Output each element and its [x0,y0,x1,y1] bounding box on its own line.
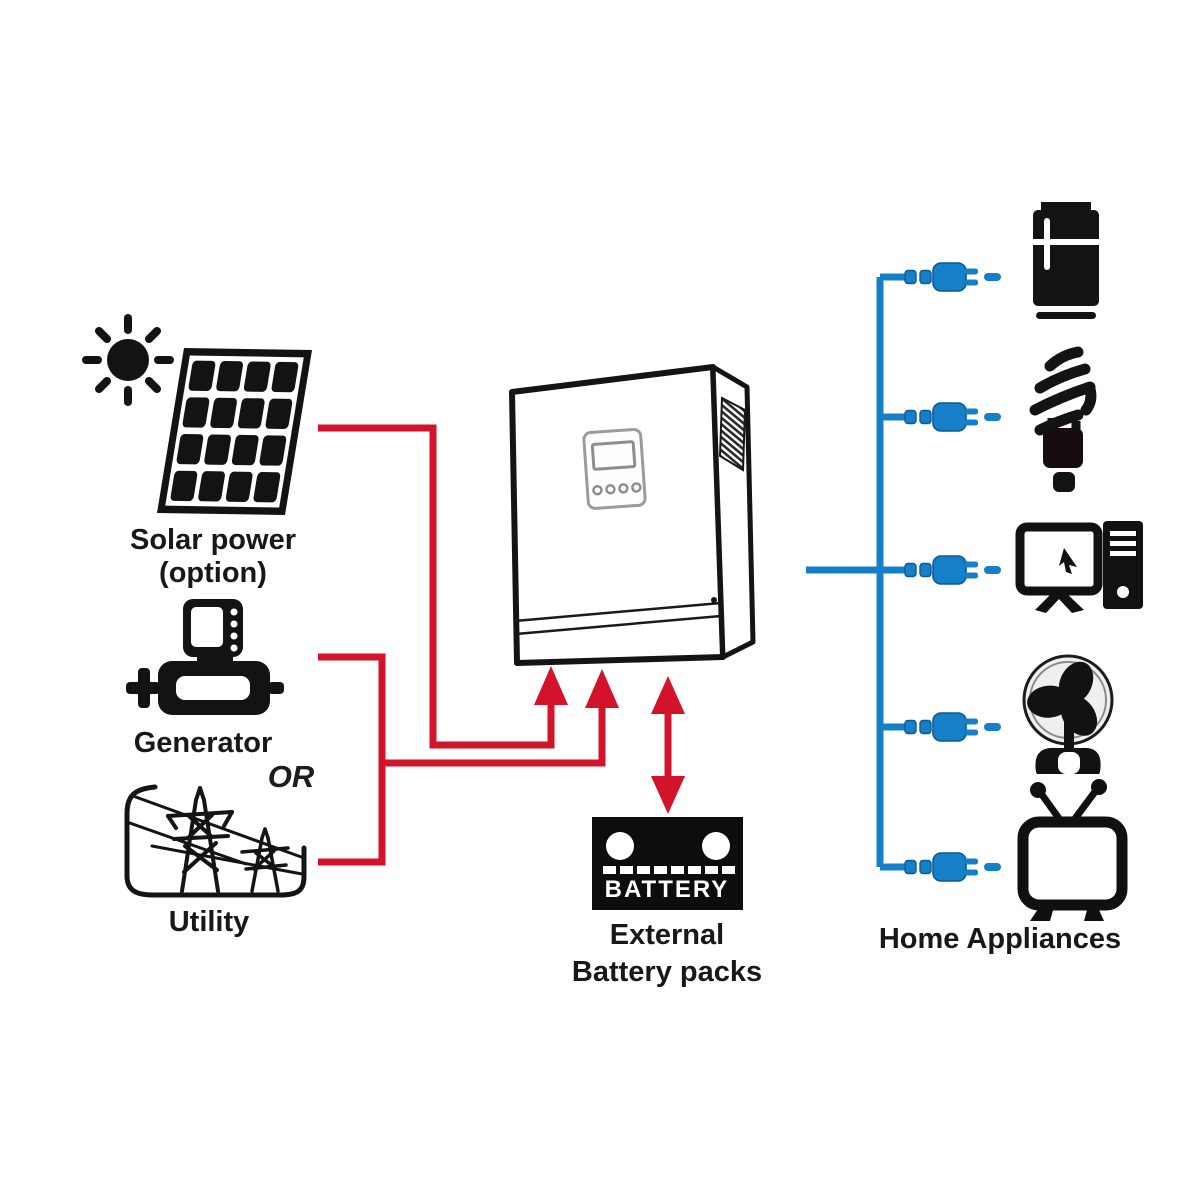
battery-icon: BATTERY [592,817,743,910]
arrow-battery-down [651,776,685,814]
desktop-computer-icon [1015,521,1143,613]
load-wiring [806,273,904,871]
utility-label: Utility [169,906,250,938]
red-arrowheads [534,666,685,814]
tv-icon [1017,779,1128,921]
refrigerator-icon [1033,202,1099,319]
power-pylon-icon [124,784,307,898]
generator-utility-to-inverter-line [318,653,606,866]
battery-badge: BATTERY [605,876,730,903]
or-label: OR [268,759,315,794]
home-appliances-label: Home Appliances [879,923,1121,955]
table-fan-icon [1022,654,1114,774]
plug-bulb [898,402,1002,432]
arrow-gen-utility [585,669,619,708]
cfl-bulb-icon [1029,346,1097,492]
solar-label-line2: (option) [159,557,267,589]
battery-caption-line1: External [610,919,724,951]
inverter-icon [509,364,756,666]
battery-caption-line2: Battery packs [572,956,762,988]
arrow-battery-up [651,676,685,714]
plug-tv [898,852,1002,882]
plug-computer [898,555,1002,585]
generator-icon [126,599,284,715]
arrow-solar [534,666,568,705]
plug-fan [898,712,1002,742]
inverter-control-panel [582,428,647,510]
source-wiring [318,424,672,866]
solar-panel-icon [157,348,312,515]
solar-to-inverter-line [318,424,555,749]
solar-label-line1: Solar power [130,524,296,556]
plug-fridge [898,262,1002,292]
generator-label: Generator [134,727,273,759]
sun-icon [82,314,174,406]
